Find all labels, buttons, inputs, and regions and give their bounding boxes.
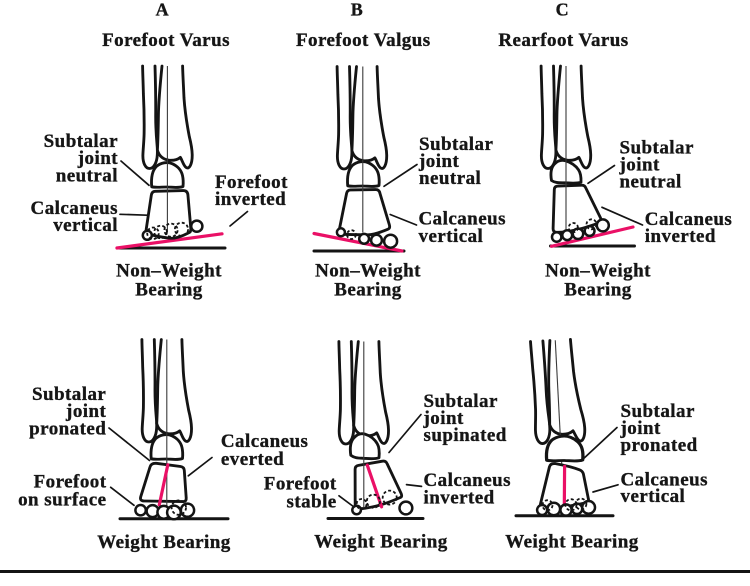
svg-text:Bearing: Bearing <box>564 280 632 301</box>
svg-text:stable: stable <box>286 492 336 513</box>
svg-text:Weight Bearing: Weight Bearing <box>314 532 448 553</box>
svg-text:Non–Weight: Non–Weight <box>116 261 222 282</box>
svg-text:Weight Bearing: Weight Bearing <box>505 532 639 553</box>
svg-text:inverted: inverted <box>424 488 495 509</box>
svg-text:vertical: vertical <box>621 486 686 507</box>
svg-text:Non–Weight: Non–Weight <box>545 261 651 282</box>
svg-text:Bearing: Bearing <box>334 280 402 301</box>
svg-text:supinated: supinated <box>424 425 507 446</box>
svg-text:Bearing: Bearing <box>135 280 203 301</box>
svg-text:Non–Weight: Non–Weight <box>315 261 421 282</box>
svg-text:Forefoot Varus: Forefoot Varus <box>102 30 230 51</box>
svg-text:inverted: inverted <box>645 226 716 247</box>
svg-text:B: B <box>351 0 363 20</box>
svg-text:inverted: inverted <box>215 189 286 210</box>
svg-text:C: C <box>556 0 569 20</box>
svg-text:neutral: neutral <box>419 168 481 189</box>
svg-text:Forefoot Valgus: Forefoot Valgus <box>296 30 431 51</box>
svg-text:vertical: vertical <box>419 226 484 247</box>
svg-text:neutral: neutral <box>56 165 118 186</box>
svg-text:on surface: on surface <box>18 490 106 511</box>
svg-text:neutral: neutral <box>620 171 682 192</box>
svg-text:Weight Bearing: Weight Bearing <box>97 532 231 553</box>
svg-text:A: A <box>156 0 169 20</box>
svg-text:pronated: pronated <box>29 419 106 440</box>
svg-text:everted: everted <box>221 449 284 470</box>
svg-text:Rearfoot Varus: Rearfoot Varus <box>498 30 628 51</box>
svg-text:pronated: pronated <box>621 435 698 456</box>
svg-text:vertical: vertical <box>53 215 118 236</box>
